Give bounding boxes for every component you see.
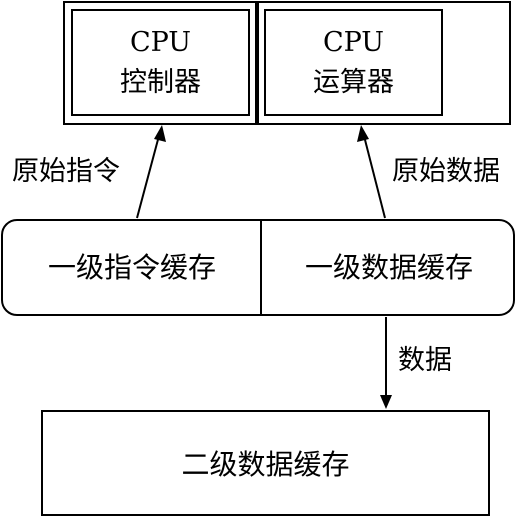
cpu-alu-title: CPU [322, 26, 385, 58]
arrow-raw-instruction [136, 131, 161, 219]
arrow-raw-data [362, 131, 386, 219]
l2-cache-box: 二级数据缓存 [41, 410, 490, 516]
arrowhead-data [380, 395, 392, 409]
label-data: 数据 [398, 345, 452, 376]
cpu-controller-box: CPU 控制器 [71, 9, 250, 116]
l1-instruction-cache-label: 一级指令缓存 [47, 251, 216, 284]
l1-divider [260, 219, 262, 316]
arrowhead-raw-instruction [154, 125, 166, 142]
l2-data-cache-label: 二级数据缓存 [181, 448, 350, 481]
cpu-alu-label: 运算器 [313, 66, 394, 98]
cpu-divider [255, 1, 259, 125]
cpu-controller-label: 控制器 [120, 66, 201, 98]
cpu-block [63, 1, 511, 125]
cpu-alu-box: CPU 运算器 [264, 9, 443, 116]
l1-cache-block [1, 219, 515, 316]
l1-data-cache-label: 一级数据缓存 [304, 251, 473, 284]
label-raw-instruction: 原始指令 [12, 156, 120, 187]
arrowhead-raw-data [357, 125, 369, 142]
label-raw-data: 原始数据 [392, 156, 500, 187]
cpu-controller-title: CPU [129, 26, 192, 58]
